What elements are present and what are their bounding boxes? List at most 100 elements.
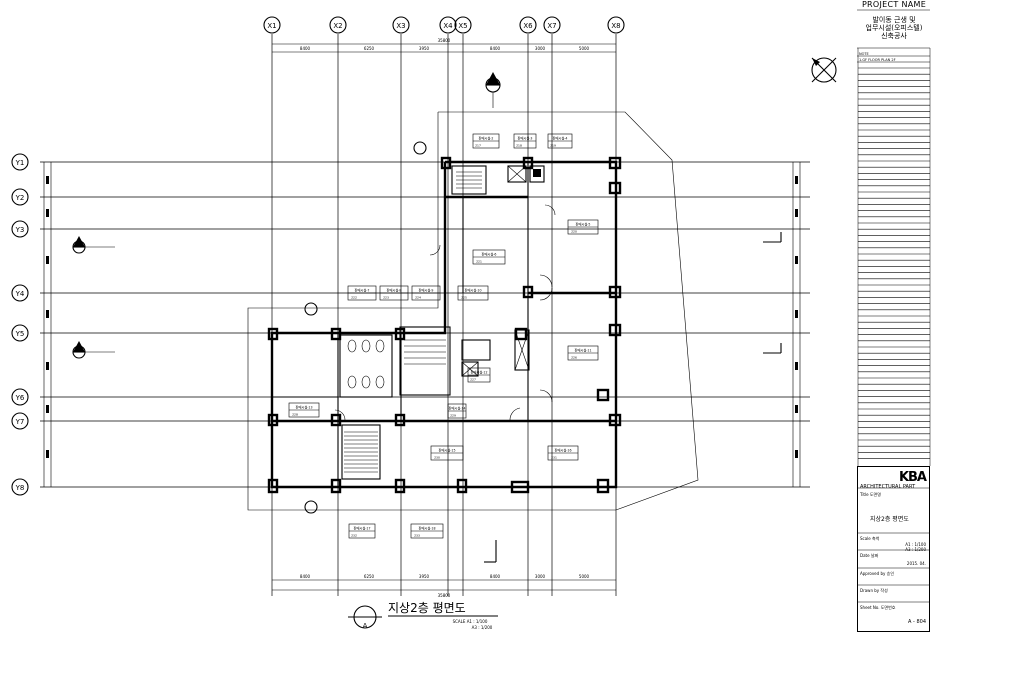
- approved-label: Approved by 승인: [860, 571, 894, 576]
- project-name-header: PROJECT NAME: [861, 0, 927, 9]
- room-tag: 판매시설-9 224: [411, 285, 441, 301]
- svg-text:218: 218: [516, 144, 522, 148]
- sheet-number: A - 804: [908, 619, 926, 625]
- note-label: NOTE: [859, 52, 869, 56]
- svg-text:판매시설-18: 판매시설-18: [419, 526, 436, 531]
- note-text: 1.GF FLOOR PLAN 2F: [859, 58, 896, 62]
- grid-label: X4: [443, 22, 453, 30]
- scale-a1: A1 : 1/100: [905, 542, 926, 547]
- svg-text:224: 224: [415, 296, 421, 300]
- room-tag: 판매시설-4 219: [547, 133, 573, 149]
- title-block-box: KBA ARCHITECTURAL PART Title 도면명 지상2층 평면…: [857, 466, 930, 632]
- grid-label: X3: [396, 22, 405, 30]
- dimension-span: 6250: [364, 574, 375, 579]
- svg-text:판매시설-15: 판매시설-15: [439, 448, 456, 453]
- svg-text:221: 221: [476, 260, 482, 264]
- drawing-title: A 지상2층 평면도 SCALE A1 : 1/100 A3 : 1/200: [348, 601, 498, 630]
- svg-text:판매시설-12: 판매시설-12: [471, 370, 488, 375]
- drawing-title-text: 지상2층 평면도: [388, 601, 466, 615]
- sheet-no-label: Sheet No. 도면번호: [860, 605, 896, 610]
- dimension-total: 35800: [438, 593, 451, 598]
- project-name: 발이동 근생 및 업무시설(오피스텔) 신축공사: [857, 16, 931, 40]
- grid-bubble-y6: Y6: [11, 388, 29, 406]
- drawn-label: Drawn by 작성: [860, 588, 888, 593]
- svg-text:232: 232: [351, 534, 357, 538]
- svg-text:판매시설-13: 판매시설-13: [296, 405, 313, 410]
- date-value: 2015. 04.: [906, 561, 926, 566]
- svg-text:231: 231: [551, 456, 557, 460]
- room-tag: 판매시설-2 217: [472, 133, 500, 149]
- dimension-span: 6250: [364, 46, 375, 51]
- room-tag: 판매시설-17 232: [348, 523, 376, 539]
- floor-plan-drawing: .grid { stroke: #000; stroke-width: 0.7;…: [11, 16, 837, 630]
- svg-text:223: 223: [383, 296, 389, 300]
- grid-bubble-x7: X7: [543, 16, 561, 34]
- bottom-dimension-strings: 8400 6250 3950 8400 3000 5000 35800: [272, 574, 616, 598]
- dimension-span: 3000: [535, 46, 546, 51]
- svg-text:판매시설-6: 판매시설-6: [482, 252, 497, 257]
- scale-label: Scale 축척: [860, 536, 880, 541]
- project-name-line: 신축공사: [881, 32, 907, 40]
- svg-text:228: 228: [292, 413, 298, 417]
- svg-text:229: 229: [450, 414, 456, 418]
- room-tag: 판매시설-11 226: [567, 345, 599, 361]
- svg-text:217: 217: [475, 144, 481, 148]
- dimension-span: 8400: [300, 46, 311, 51]
- column-grid-bubbles: X1 X2 X3 X4 X5 X6 X7 X8: [263, 16, 625, 34]
- dimension-span: 3950: [419, 46, 430, 51]
- project-name-line: 발이동 근생 및: [872, 16, 916, 24]
- door-swings: [334, 204, 556, 421]
- side-dimension-strings: [43, 162, 801, 487]
- grid-label: X6: [523, 22, 533, 30]
- grid-bubble-y8: Y8: [11, 478, 29, 496]
- dimension-total: 35800: [438, 38, 451, 43]
- room-tag: 판매시설-14 229: [447, 403, 467, 419]
- grid-label: Y3: [15, 226, 25, 234]
- building-core: [339, 165, 545, 480]
- sheet-title: 지상2층 평면도: [870, 516, 909, 523]
- grid-label: X2: [333, 22, 342, 30]
- grid-bubble-y1: Y1: [11, 153, 29, 171]
- svg-text:판매시설-2: 판매시설-2: [479, 136, 494, 141]
- svg-text:227: 227: [470, 378, 476, 382]
- title-block-grid: [857, 487, 930, 603]
- grid-bubble-y7: Y7: [11, 412, 29, 430]
- grid-label: Y7: [15, 418, 25, 426]
- drawing-marker-letter: A: [363, 622, 368, 630]
- grid-label: Y4: [15, 290, 25, 298]
- grid-label: Y8: [15, 484, 25, 492]
- room-tag: 판매시설-15 230: [430, 445, 464, 461]
- exterior-walls: [270, 160, 618, 489]
- room-tags: 판매시설-2 217 판매시설-3 218 판매시설-4 219 판매시설-5 …: [288, 133, 599, 539]
- project-name-line: 업무시설(오피스텔): [865, 24, 923, 32]
- room-tag: 판매시설-7 222: [347, 285, 377, 301]
- grid-bubble-x3: X3: [392, 16, 410, 34]
- room-tag: 판매시설-18 233: [410, 523, 444, 539]
- svg-text:222: 222: [351, 296, 357, 300]
- scale-a3: A3 : 1/200: [905, 547, 926, 552]
- svg-text:판매시설-10: 판매시설-10: [465, 288, 482, 293]
- dimension-span: 5000: [579, 46, 590, 51]
- svg-text:판매시설-8: 판매시설-8: [387, 288, 402, 293]
- grid-bubble-x4: X4: [439, 16, 457, 34]
- svg-text:판매시설-11: 판매시설-11: [575, 348, 592, 353]
- date-label: Date 날짜: [860, 553, 879, 558]
- svg-text:판매시설-5: 판매시설-5: [576, 222, 591, 227]
- grid-bubble-y3: Y3: [11, 220, 29, 238]
- firm-logo: KBA: [898, 470, 927, 485]
- grid-label: X7: [547, 22, 556, 30]
- dimension-span: 3000: [535, 574, 546, 579]
- svg-text:226: 226: [571, 356, 577, 360]
- firm-name: ARCHITECTURAL PART: [860, 484, 916, 490]
- dimension-span: 5000: [579, 574, 590, 579]
- dimension-span: 3950: [419, 574, 430, 579]
- svg-text:판매시설-7: 판매시설-7: [355, 288, 370, 293]
- room-tag: 판매시설-13 228: [288, 402, 320, 418]
- grid-label: Y5: [15, 330, 25, 338]
- grid-bubble-y4: Y4: [11, 284, 29, 302]
- grid-bubble-y5: Y5: [11, 324, 29, 342]
- svg-text:219: 219: [550, 144, 556, 148]
- grid-bubble-x6: X6: [519, 16, 537, 34]
- dimension-span: 8400: [490, 574, 501, 579]
